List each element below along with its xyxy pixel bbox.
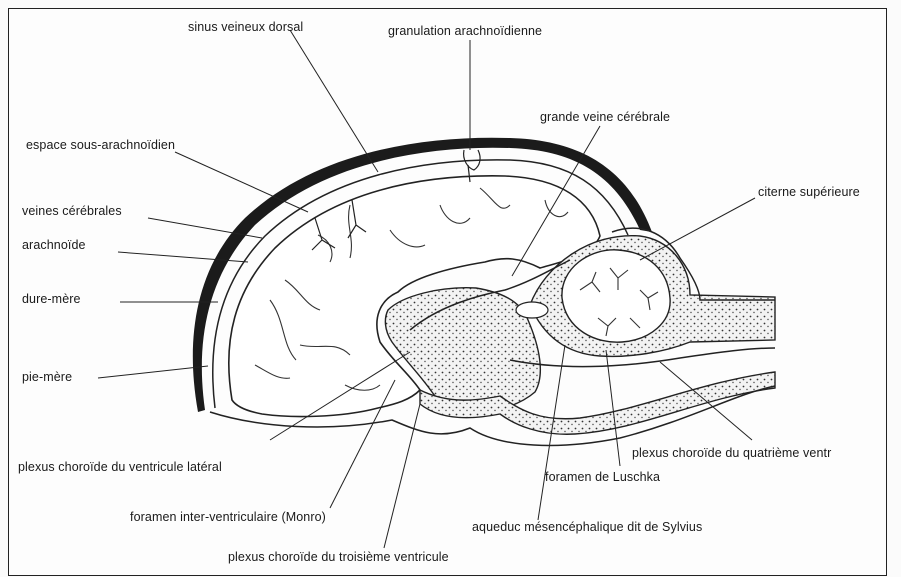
- label-arachnoide: arachnoïde: [22, 238, 86, 252]
- label-dure-mere: dure-mère: [22, 292, 81, 306]
- label-espace-sous-arachnoidien: espace sous-arachnoïdien: [26, 138, 175, 152]
- label-pie-mere: pie-mère: [22, 370, 72, 384]
- label-plexus-choroide-quatrieme: plexus choroïde du quatrième ventr: [632, 446, 886, 460]
- label-citerne-superieure: citerne supérieure: [758, 185, 860, 199]
- label-veines-cerebrales: veines cérébrales: [22, 204, 122, 218]
- label-sinus-veineux-dorsal: sinus veineux dorsal: [188, 20, 303, 34]
- cerebellum: [562, 250, 670, 342]
- label-plexus-choroide-troisieme: plexus choroïde du troisième ventricule: [228, 550, 449, 564]
- label-aqueduc-sylvius: aqueduc mésencéphalique dit de Sylvius: [472, 520, 702, 534]
- label-plexus-choroide-ventricule-lateral: plexus choroïde du ventricule latéral: [18, 460, 222, 474]
- pineal-body: [516, 302, 548, 318]
- label-grande-veine-cerebrale: grande veine cérébrale: [540, 110, 670, 124]
- label-foramen-monro: foramen inter-ventriculaire (Monro): [130, 510, 326, 524]
- label-foramen-luschka: foramen de Luschka: [545, 470, 660, 484]
- label-granulation-arachnoidienne: granulation arachnoïdienne: [388, 24, 542, 38]
